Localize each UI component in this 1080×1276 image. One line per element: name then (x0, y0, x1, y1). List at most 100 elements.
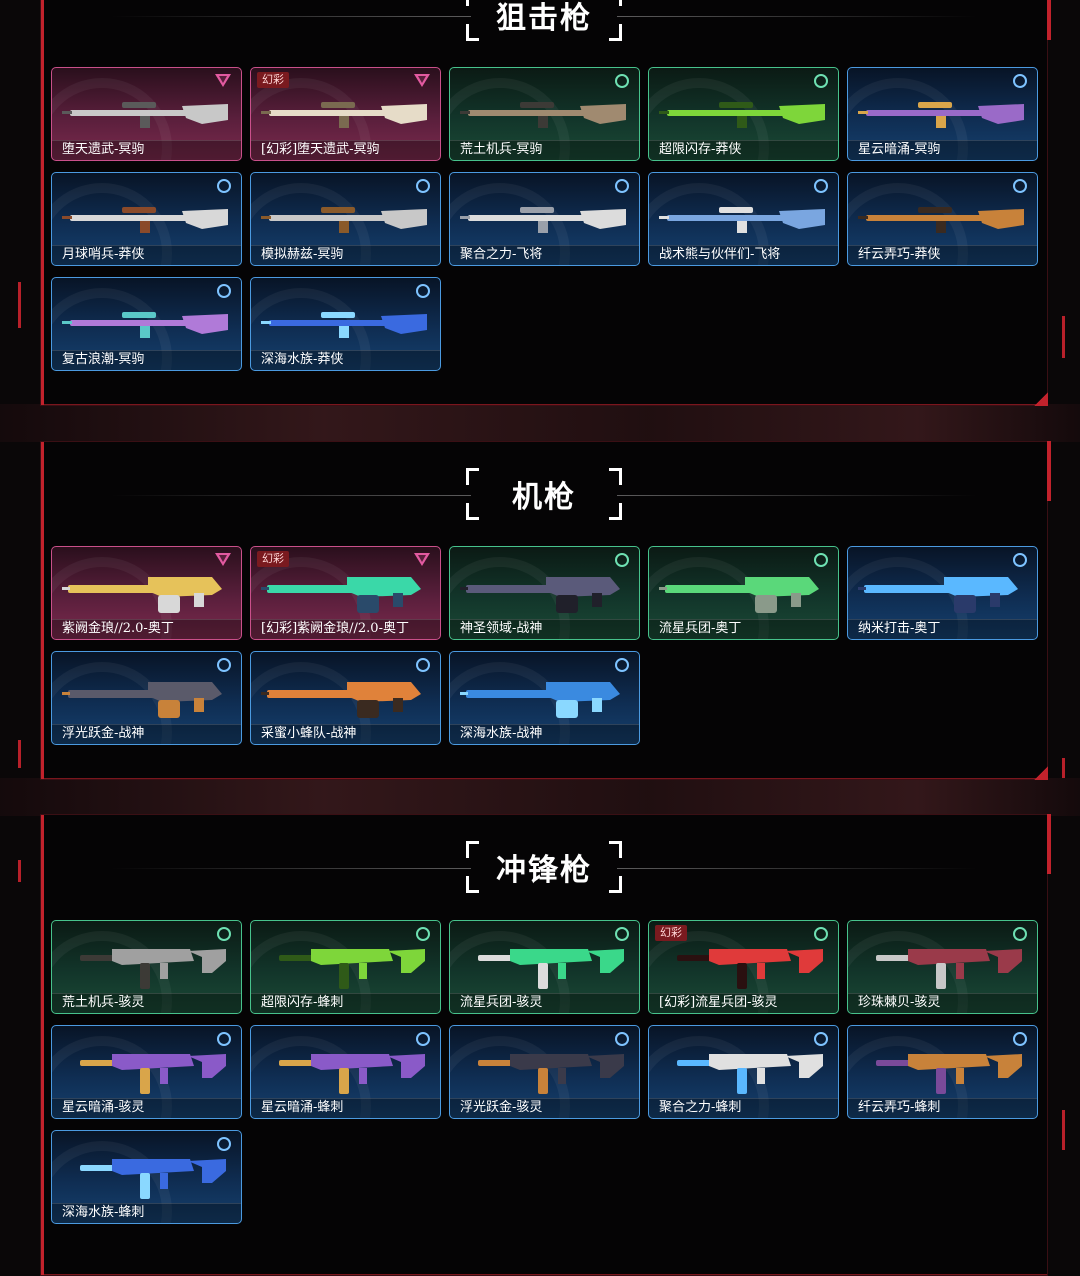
section-title-frame: 机枪 (466, 466, 622, 522)
skin-name: [幻彩]紫阙金琅//2.0-奥丁 (251, 619, 440, 639)
weapon-skin-image (659, 207, 825, 233)
section-title-frame: 冲锋枪 (466, 839, 622, 895)
skin-name: 堕天遗武-冥驹 (52, 140, 241, 160)
panel-accent (1047, 0, 1051, 40)
skin-card[interactable]: 幻彩 [幻彩]紫阙金琅//2.0-奥丁 (250, 546, 441, 640)
variant-tag: 幻彩 (655, 925, 687, 941)
skin-card[interactable]: 星云暗涌-骇灵 (51, 1025, 242, 1119)
section-title: 狙击枪 (496, 1, 592, 36)
background-stripe (0, 404, 1080, 442)
skin-card[interactable]: 荒土机兵-冥驹 (449, 67, 640, 161)
skin-name: 流星兵团-骇灵 (450, 993, 639, 1013)
skin-card[interactable]: 纤云弄巧-莽侠 (847, 172, 1038, 266)
deluxe-tier-icon (1013, 927, 1027, 941)
section-header: 狙击枪 (41, 0, 1047, 47)
skin-name: 珍珠棘贝-骇灵 (848, 993, 1037, 1013)
skin-card[interactable]: 深海水族-莽侠 (250, 277, 441, 371)
weapon-skin-image (876, 949, 1022, 989)
weapon-skin-image (858, 207, 1024, 233)
premium-tier-icon (215, 74, 231, 87)
side-accent-left (18, 740, 21, 768)
skin-card[interactable]: 聚合之力-飞将 (449, 172, 640, 266)
skin-card[interactable]: 幻彩[幻彩]流星兵团-骇灵 (648, 920, 839, 1014)
weapon-skin-image (80, 1159, 226, 1199)
skin-name: 紫阙金琅//2.0-奥丁 (52, 619, 241, 639)
skin-name: 深海水族-莽侠 (251, 350, 440, 370)
skin-card[interactable]: 浮光跃金-战神 (51, 651, 242, 745)
skin-card[interactable]: 纳米打击-奥丁 (847, 546, 1038, 640)
skin-card[interactable]: 星云暗涌-冥驹 (847, 67, 1038, 161)
deluxe-tier-icon (416, 927, 430, 941)
select-tier-icon (217, 284, 231, 298)
skin-card[interactable]: 堕天遗武-冥驹 (51, 67, 242, 161)
skin-name: 浮光跃金-战神 (52, 724, 241, 744)
title-line-left (111, 495, 471, 496)
title-line-right (617, 868, 977, 869)
title-line-right (617, 16, 977, 17)
side-accent-left (18, 860, 21, 882)
skin-card[interactable]: 流星兵团-奥丁 (648, 546, 839, 640)
deluxe-tier-icon (814, 927, 828, 941)
title-line-left (111, 16, 471, 17)
weapon-skin-image (261, 207, 427, 233)
side-accent-right (1062, 758, 1065, 778)
variant-tag: 幻彩 (257, 72, 289, 88)
skin-name: 模拟赫兹-冥驹 (251, 245, 440, 265)
skin-name: 星云暗涌-冥驹 (848, 140, 1037, 160)
weapon-skin-image (261, 577, 421, 613)
skin-card[interactable]: 深海水族-蜂刺 (51, 1130, 242, 1224)
deluxe-tier-icon (814, 553, 828, 567)
premium-tier-icon (414, 553, 430, 566)
skin-card[interactable]: 浮光跃金-骇灵 (449, 1025, 640, 1119)
skin-card[interactable]: 紫阙金琅//2.0-奥丁 (51, 546, 242, 640)
skin-card[interactable]: 战术熊与伙伴们-飞将 (648, 172, 839, 266)
section-title-frame: 狙击枪 (466, 0, 622, 43)
weapon-skin-image (261, 682, 421, 718)
select-tier-icon (1013, 74, 1027, 88)
select-tier-icon (416, 1032, 430, 1046)
section-smg: 冲锋枪 荒土机兵-骇灵 超限闪存-蜂刺 (40, 814, 1051, 1276)
skin-card[interactable]: 纤云弄巧-蜂刺 (847, 1025, 1038, 1119)
skin-name: 纳米打击-奥丁 (848, 619, 1037, 639)
weapon-skin-image (460, 682, 620, 718)
skin-card[interactable]: 星云暗涌-蜂刺 (250, 1025, 441, 1119)
skin-card[interactable]: 模拟赫兹-冥驹 (250, 172, 441, 266)
skin-card[interactable]: 神圣领域-战神 (449, 546, 640, 640)
select-tier-icon (814, 1032, 828, 1046)
deluxe-tier-icon (814, 74, 828, 88)
skin-name: 月球哨兵-莽侠 (52, 245, 241, 265)
weapon-skin-image (478, 949, 624, 989)
weapon-skin-image (876, 1054, 1022, 1094)
weapon-skin-image (858, 577, 1018, 613)
skin-card[interactable]: 采蜜小蜂队-战神 (250, 651, 441, 745)
skin-card[interactable]: 深海水族-战神 (449, 651, 640, 745)
variant-tag: 幻彩 (257, 551, 289, 567)
section-header: 机枪 (41, 466, 1047, 526)
weapon-skin-image (279, 949, 425, 989)
section-title: 冲锋枪 (496, 853, 592, 888)
deluxe-tier-icon (217, 927, 231, 941)
select-tier-icon (615, 658, 629, 672)
select-tier-icon (217, 1137, 231, 1151)
select-tier-icon (1013, 179, 1027, 193)
skin-card[interactable]: 幻彩[幻彩]堕天遗武-冥驹 (250, 67, 441, 161)
weapon-skin-image (80, 949, 226, 989)
skin-name: 浮光跃金-骇灵 (450, 1098, 639, 1118)
weapon-skin-image (80, 1054, 226, 1094)
background-stripe (0, 778, 1080, 816)
skin-card[interactable]: 流星兵团-骇灵 (449, 920, 640, 1014)
skin-card[interactable]: 超限闪存-蜂刺 (250, 920, 441, 1014)
skin-card[interactable]: 珍珠棘贝-骇灵 (847, 920, 1038, 1014)
skin-name: 超限闪存-莽侠 (649, 140, 838, 160)
skin-card[interactable]: 超限闪存-莽侠 (648, 67, 839, 161)
skin-card[interactable]: 复古浪潮-冥驹 (51, 277, 242, 371)
skin-card[interactable]: 聚合之力-蜂刺 (648, 1025, 839, 1119)
skin-card[interactable]: 荒土机兵-骇灵 (51, 920, 242, 1014)
skin-card[interactable]: 月球哨兵-莽侠 (51, 172, 242, 266)
section-sniper: 狙击枪 堕天遗武-冥驹 幻彩[幻彩]堕天遗武-冥驹 (40, 0, 1051, 406)
side-accent-right (1062, 1110, 1065, 1150)
weapon-skin-image (659, 577, 819, 613)
skin-name: 纤云弄巧-蜂刺 (848, 1098, 1037, 1118)
weapon-skin-image (279, 1054, 425, 1094)
skin-name: 聚合之力-飞将 (450, 245, 639, 265)
